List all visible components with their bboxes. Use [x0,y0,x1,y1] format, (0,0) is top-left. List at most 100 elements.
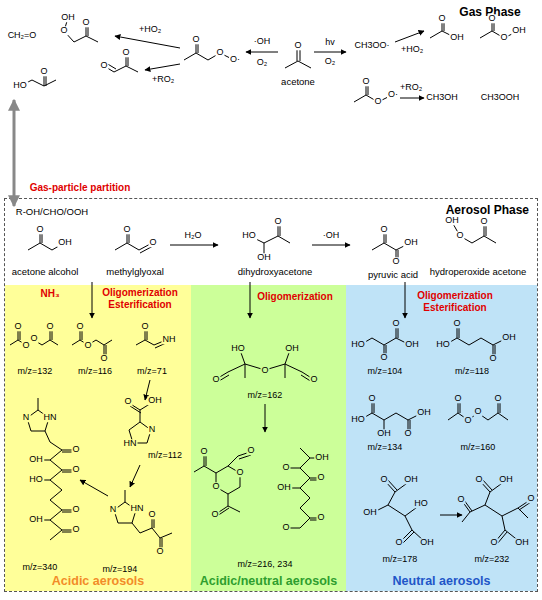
panel-title: Acidic aerosols [5,574,191,588]
atom-label: OH [449,33,465,42]
atom-label: O [71,505,80,514]
atom-label: OH [147,396,163,405]
bond-line [518,508,528,518]
atom-label: O [210,510,219,519]
atom-label: O [479,217,488,226]
atom-label: O [123,397,132,406]
process-label: NH₃ [39,289,60,300]
atom-label: O [367,394,376,403]
reagent-label: hv [324,38,336,47]
atom-label: HO [241,231,257,240]
reagent-label: +RO₂ [399,83,423,92]
atom-label: HN [43,413,58,422]
mass-label: m/z=104 [367,367,404,376]
mass-label: m/z=134 [367,443,404,452]
atom-label: O [487,14,496,23]
gas-structures [20,18,518,102]
atom-label: O [122,225,131,234]
bond-line [130,406,141,413]
atom-label: HO [28,475,44,484]
compound-name: dihydroxyacetone [237,267,313,277]
reagent-label: +HO₂ [400,45,424,54]
reaction-arrow [400,98,424,99]
atom-label: N [22,413,31,422]
atom-label: O· [229,55,241,64]
atom-label: O [391,257,400,266]
atom-label: O [121,48,130,57]
atom-label: OH [256,253,272,262]
bond-line [64,31,98,42]
atom-label: N [148,425,157,434]
atom-label: HO [12,81,28,90]
atom-label: O [260,366,269,375]
reagent-label: O₂ [256,58,269,67]
bond-line [218,364,313,379]
atom-label: O· [387,90,399,99]
reaction-arrow [80,480,108,496]
atom-label: O [455,231,464,240]
atom-label: O [379,353,388,362]
atom-label: NH [162,335,177,344]
atom-label: O [463,416,472,425]
atom-label: CH3OOH [480,93,521,102]
compound-name: R-OH/CHO/OOH [15,207,89,217]
atom-label: O [379,225,388,234]
atom-label: O [211,482,220,491]
bond-line [194,466,204,472]
compound-name: pyruvic acid [367,270,419,280]
mass-label: m/z=112 [147,451,183,460]
bond-line [470,505,485,512]
panel-title: Aerosol Phase [446,203,529,217]
acidic-structures [10,328,172,551]
reaction-arrow [145,64,180,70]
bond-line [290,468,300,469]
atom-label: OH [444,216,460,225]
atom-label: O [488,354,497,363]
atom-label: HO [435,340,451,349]
reaction-arrow [170,245,218,246]
mass-label: m/z=340 [22,563,59,572]
atom-label: O [71,465,80,474]
reagent-label: H₂O [184,231,203,240]
atom-label: O [293,41,302,50]
atom-label: O [499,33,508,42]
atom-label: O [361,77,370,86]
bond-line [115,243,152,250]
mass-label: m/z=118 [454,367,490,376]
atom-label: O [379,475,388,484]
atom-label: N [109,505,118,514]
atom-label: O [211,375,220,384]
atom-label: O [147,510,156,519]
reaction-arrow [92,282,93,318]
atom-label: O [281,463,290,472]
reaction-arrow [314,52,346,53]
mixed-structures [194,350,318,528]
atom-label: O [526,494,535,503]
panel-title: Acidic/neutral aerosols [191,574,346,588]
mass-label: m/z=162 [247,391,284,400]
atom-label: O [75,322,84,331]
atom-label: OH [376,429,392,438]
atom-label: OH [276,483,292,492]
reaction-arrow [395,31,424,42]
atom-label: O [235,468,244,477]
neutral-structures [360,325,531,544]
atom-label: O [81,18,90,27]
process-label: Oligomerization [101,288,179,299]
reaction-arrow [13,100,16,206]
atom-label: OH [501,333,517,342]
bond-line [445,338,507,345]
reagent-label: +RO₂ [151,75,175,84]
atom-label: O [474,475,483,484]
atom-label: O [316,513,325,522]
atom-label: O [316,473,325,482]
bond-line [45,431,62,540]
reagent-label: O₂ [324,57,337,66]
atom-label: O [403,429,412,438]
gas-arrows [14,31,424,206]
atom-label: O [199,447,208,456]
atom-label: O [140,322,149,331]
atom-label: O [215,48,224,57]
bond-line [300,448,310,528]
